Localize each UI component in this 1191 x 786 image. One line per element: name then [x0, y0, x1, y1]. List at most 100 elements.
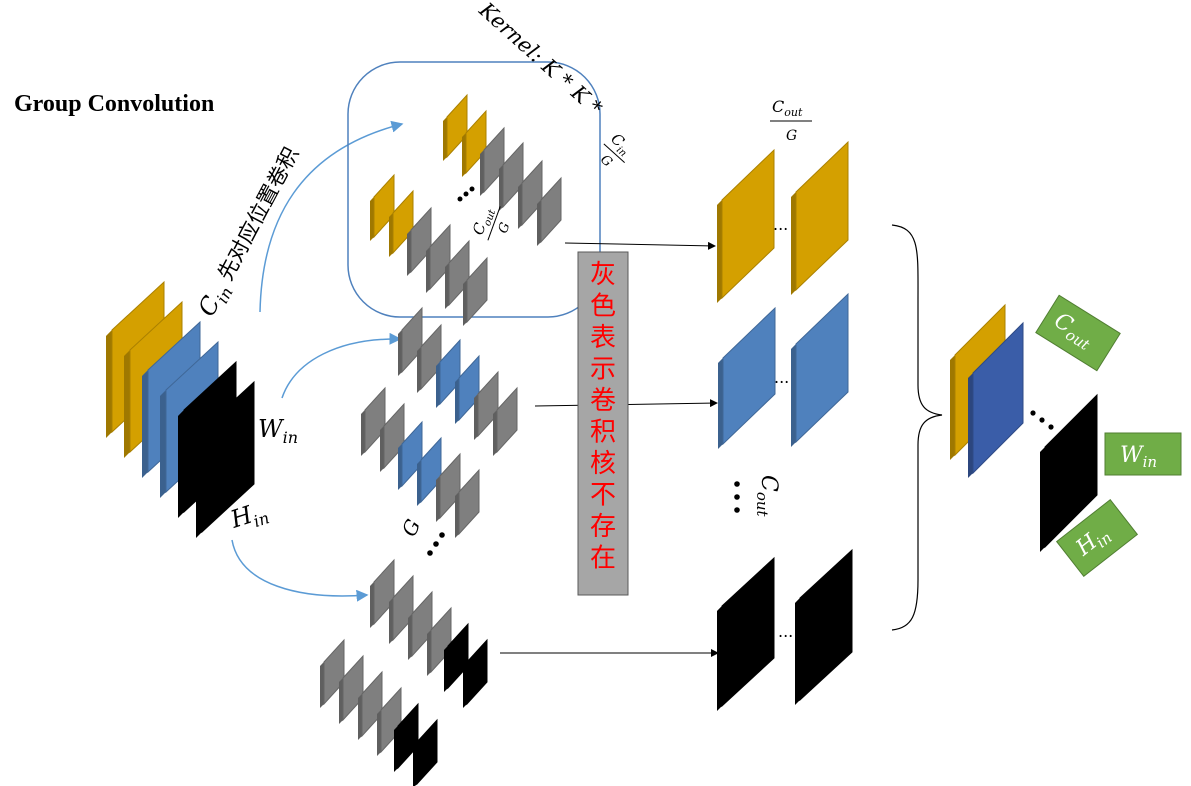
svg-text:Kernel: K * K *: Kernel: K * K *	[474, 0, 607, 121]
final-dots	[1030, 410, 1054, 430]
mid-blue-top-1-edge	[436, 362, 440, 408]
mid-gray-left-2-edge	[380, 426, 384, 472]
kernel-box	[347, 61, 601, 318]
bottom-slices	[320, 558, 488, 786]
input-sheet-1-edge	[106, 330, 112, 438]
cin-label: Cin	[193, 284, 237, 321]
kernel-dots	[457, 186, 475, 202]
kernel-gray-b4	[466, 256, 488, 324]
gray-note-char-5: 卷	[590, 386, 616, 416]
input-sheet-3-edge	[142, 370, 148, 478]
bot-gray-left-2-edge	[339, 678, 343, 724]
mid-gray-topright-2	[496, 386, 518, 454]
arrow-to-middle-group	[281, 332, 402, 399]
mid-gray-left-1-edge	[361, 410, 365, 456]
svg-text:Win: Win	[1120, 443, 1157, 471]
gray-note-char-7: 核	[590, 449, 616, 479]
kernel-gold-b1-edge	[370, 197, 374, 241]
bot-black-top-2	[466, 638, 488, 706]
kernel-gray-b4-edge	[463, 280, 467, 326]
bot-gray-top-1-edge	[370, 582, 374, 628]
svg-text:Cout: Cout	[469, 204, 499, 238]
kernel-gray-a4	[540, 176, 562, 244]
tag-win: Win	[1104, 432, 1182, 476]
arrow-output-1	[564, 241, 716, 250]
bot-gray-left-4-edge	[377, 710, 381, 756]
input-sheet-5-edge	[178, 410, 184, 518]
mid-gray-topright-2-edge	[493, 410, 497, 456]
svg-text:Win: Win	[258, 415, 298, 447]
kernel-gray-b2-edge	[426, 247, 430, 293]
kernel-gold-b2-edge	[389, 213, 393, 257]
bot-black-left-2	[416, 718, 438, 786]
gray-note-box	[577, 251, 629, 596]
out-blue-2-edge	[791, 344, 796, 447]
kernel-gray-a4-edge	[537, 200, 541, 246]
svg-text:Cout: Cout	[772, 97, 803, 119]
mid-blue-bottom-2-edge	[417, 460, 421, 506]
final-gold-edge	[950, 355, 955, 460]
out-gold-2	[795, 140, 849, 292]
bot-gray-top-2-edge	[389, 598, 393, 644]
out-blue-1-edge	[718, 358, 723, 449]
cout-vertical-label: Cout	[753, 475, 781, 518]
arrow-to-last-group	[231, 539, 369, 602]
out-black-2-edge	[795, 598, 800, 705]
win-label: Win	[258, 415, 298, 447]
kernel-gray-a3-edge	[518, 183, 522, 229]
kernel-frac-cout-g: Cout G	[469, 204, 514, 241]
g-label: G	[397, 515, 426, 540]
mid-gray-bottom-2-edge	[455, 492, 459, 538]
svg-text:G: G	[496, 221, 514, 236]
mid-gray-top-1-edge	[398, 330, 402, 376]
input-sheet-4-edge	[160, 390, 166, 498]
svg-text:G: G	[397, 515, 426, 540]
kernel-label: Kernel: K * K *	[474, 0, 607, 121]
out-gold-2-edge	[791, 192, 796, 295]
mid-blue-top-2-edge	[455, 378, 459, 424]
bot-gray-top-4-edge	[427, 630, 431, 676]
input-sheet-6-edge	[196, 430, 202, 538]
out-black-1	[721, 556, 775, 708]
input-sheet-6	[201, 380, 255, 534]
bot-black-top-1-edge	[444, 646, 448, 692]
kernel-gray-b1-edge	[407, 230, 411, 276]
kernel-gold-a2-edge	[462, 133, 466, 177]
mid-blue-bottom-1-edge	[398, 444, 402, 490]
gray-note-char-6: 积	[590, 418, 616, 448]
kernel-gold-a1-edge	[443, 117, 447, 161]
tag-hin: Hin	[1055, 499, 1139, 577]
final-output-tensor	[950, 303, 1098, 552]
ellipsis-2: ...	[774, 368, 789, 387]
bot-black-left-1-edge	[394, 726, 398, 772]
ellipsis-1: ...	[773, 215, 788, 234]
mid-gray-topright-1-edge	[474, 394, 478, 440]
bot-black-left-2-edge	[413, 742, 417, 786]
out-black-2	[799, 548, 853, 702]
gray-note-char-1: 灰	[590, 260, 616, 290]
page-title: Group Convolution	[14, 91, 214, 117]
final-black	[1044, 393, 1098, 549]
mid-gray-bottom-1-edge	[436, 476, 440, 522]
bot-gray-left-1-edge	[320, 662, 324, 708]
out-gold-1-edge	[717, 200, 722, 303]
out-blue-1	[722, 306, 776, 446]
bot-gray-top-3-edge	[408, 614, 412, 660]
gray-note-char-8: 不	[590, 481, 616, 511]
input-sheet-2-edge	[124, 350, 130, 458]
ellipsis-3: ...	[778, 622, 793, 641]
out-blue-2	[795, 292, 849, 444]
svg-text:G: G	[786, 128, 797, 144]
arrow-to-kernel	[259, 120, 404, 313]
out-black-1-edge	[717, 606, 722, 711]
kernel-gray-a2-edge	[499, 165, 503, 211]
svg-text:Cout: Cout	[753, 475, 781, 518]
kernel-slices	[370, 93, 562, 326]
tag-cout: Cout	[1035, 294, 1121, 372]
g-dots	[427, 532, 445, 556]
gray-note-char-10: 在	[590, 544, 616, 574]
brace	[891, 224, 943, 631]
